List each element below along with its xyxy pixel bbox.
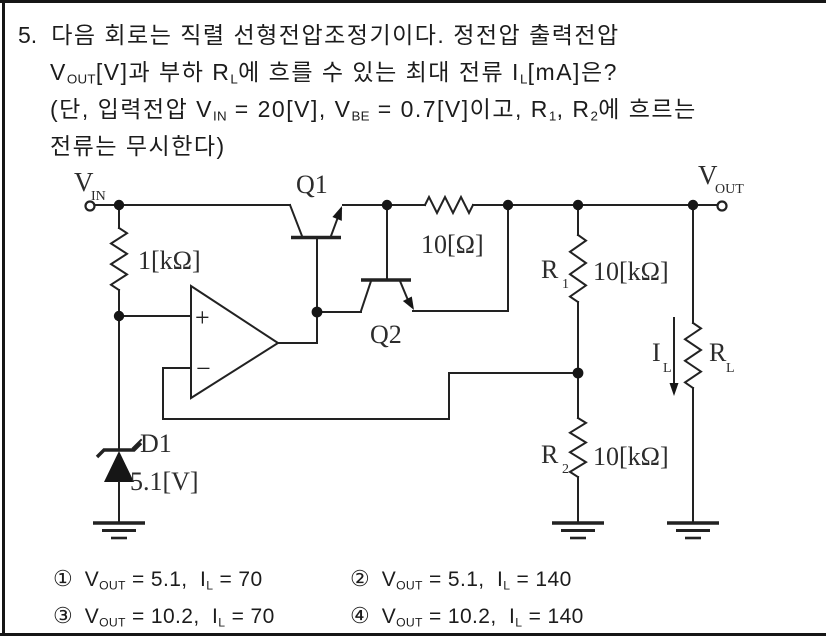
node-sense-out bbox=[502, 199, 514, 211]
wire-q2-emitter-node bbox=[412, 204, 509, 312]
option-1-text: VOUT = 5.1, IL = 70 bbox=[84, 568, 263, 593]
node-vin bbox=[113, 199, 125, 211]
q2-label: Q2 bbox=[370, 320, 402, 349]
question-number: 5. bbox=[18, 22, 38, 48]
option-1-number: ① bbox=[53, 566, 73, 591]
d1-label: D1 bbox=[140, 429, 172, 458]
wire-feedback bbox=[162, 367, 579, 420]
r2-label: R bbox=[541, 440, 559, 469]
il-arrow-head bbox=[669, 383, 679, 396]
q1-label: Q1 bbox=[296, 170, 328, 199]
opamp-symbol bbox=[190, 284, 280, 400]
q2-collector bbox=[359, 279, 373, 313]
resistor-r1 bbox=[568, 233, 588, 304]
question-text-1: 다음 회로는 직렬 선형전압조정기이다. 정전압 출력전압 bbox=[51, 22, 620, 48]
node-vout bbox=[687, 199, 699, 211]
ground-symbol-d1 bbox=[93, 521, 145, 540]
resistor-1k bbox=[109, 226, 129, 292]
r1-label-sub: 1 bbox=[562, 277, 569, 292]
resistor-10ohm bbox=[423, 194, 475, 216]
answer-option-2[interactable]: ② VOUT = 5.1, IL = 140 bbox=[350, 566, 572, 592]
node-r1-top bbox=[572, 199, 584, 211]
node-q1-emitter bbox=[381, 199, 393, 211]
r1-label: R bbox=[541, 255, 559, 284]
q1-emitter-arrow bbox=[332, 206, 342, 221]
answer-option-3[interactable]: ③ VOUT = 10.2, IL = 70 bbox=[53, 603, 275, 629]
node-r1-r2 bbox=[572, 367, 584, 379]
option-3-number: ③ bbox=[53, 603, 73, 628]
option-4-number: ④ bbox=[350, 603, 370, 628]
question-text-4: 전류는 무시한다) bbox=[50, 133, 226, 159]
q2-emitter-arrow bbox=[402, 296, 414, 310]
opamp-minus-input: − bbox=[196, 354, 211, 383]
question-line-1: 5. 다음 회로는 직렬 선형전압조정기이다. 정전압 출력전압 bbox=[18, 16, 620, 50]
ground-symbol-r2 bbox=[552, 521, 604, 540]
answer-option-4[interactable]: ④ VOUT = 10.2, IL = 140 bbox=[350, 603, 584, 629]
il-label: I bbox=[652, 338, 661, 367]
r2-value: 10[kΩ] bbox=[593, 442, 669, 471]
vout-label: V bbox=[698, 160, 718, 190]
zener-d1-triangle bbox=[104, 451, 134, 482]
d1-value: 5.1[V] bbox=[130, 467, 199, 496]
il-label-sub: L bbox=[663, 361, 672, 376]
node-zener-ref bbox=[113, 310, 125, 322]
page-border-left bbox=[2, 0, 5, 636]
r1-value: 10[kΩ] bbox=[593, 257, 669, 286]
page-border-top bbox=[0, 0, 826, 3]
resistor-rl bbox=[683, 321, 703, 390]
option-2-text: VOUT = 5.1, IL = 140 bbox=[381, 568, 572, 593]
vout-terminal bbox=[716, 200, 728, 212]
resistor-r2 bbox=[568, 416, 588, 479]
vin-label-sub: IN bbox=[91, 189, 106, 204]
option-3-text: VOUT = 10.2, IL = 70 bbox=[84, 605, 275, 630]
option-2-number: ② bbox=[350, 566, 370, 591]
d1-leader-line bbox=[131, 438, 143, 450]
r2-label-sub: 2 bbox=[562, 462, 569, 477]
ground-symbol-rl bbox=[667, 521, 719, 540]
zener-d1-bar bbox=[95, 441, 143, 459]
opamp-plus-input: + bbox=[195, 303, 210, 332]
q1-collector bbox=[288, 203, 304, 238]
page-border-bottom bbox=[0, 633, 826, 636]
rl-label: R bbox=[709, 338, 727, 367]
resistor-10ohm-label: 10[Ω] bbox=[421, 230, 484, 259]
question-text-2: VOUT[V]과 부하 RL에 흐를 수 있는 최대 전류 IL[mA]은? bbox=[50, 59, 618, 87]
vin-terminal bbox=[84, 200, 96, 212]
answer-option-1[interactable]: ① VOUT = 5.1, IL = 70 bbox=[53, 566, 263, 592]
resistor-1k-label: 1[kΩ] bbox=[138, 246, 201, 275]
vin-label: V bbox=[74, 167, 94, 197]
question-text-3: (단, 입력전압 VIN = 20[V], VBE = 0.7[V]이고, R1… bbox=[50, 96, 697, 124]
vout-label-sub: OUT bbox=[715, 182, 744, 197]
option-4-text: VOUT = 10.2, IL = 140 bbox=[381, 605, 584, 630]
wire-opamp-output bbox=[277, 311, 318, 344]
rl-label-sub: L bbox=[726, 361, 735, 376]
node-q1-base bbox=[311, 306, 323, 318]
